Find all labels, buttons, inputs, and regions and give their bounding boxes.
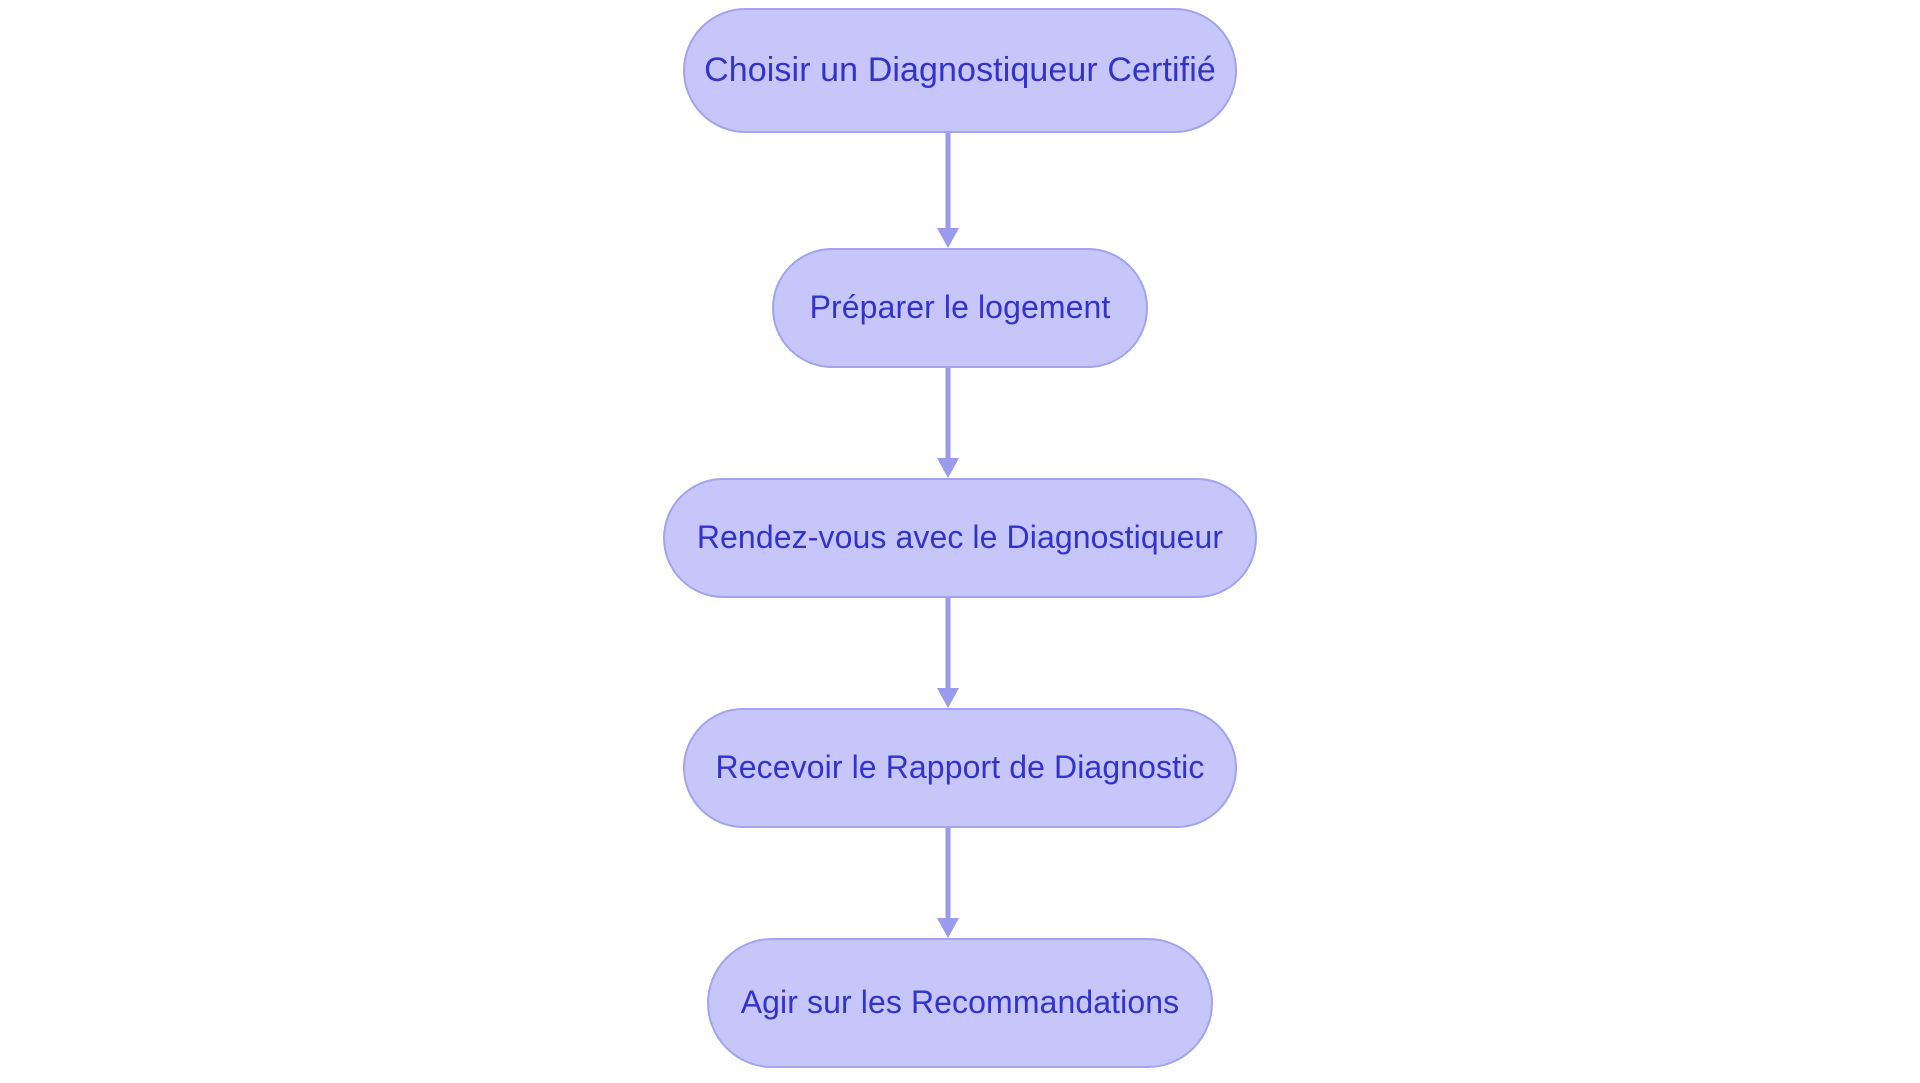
flow-arrow-2 (936, 368, 960, 478)
arrow-head (937, 688, 959, 708)
flow-arrow-3 (936, 598, 960, 708)
flow-node-label: Agir sur les Recommandations (740, 984, 1180, 1020)
arrow-head (937, 458, 959, 478)
flow-arrow-1 (936, 133, 960, 248)
arrow-head (937, 228, 959, 248)
flow-node-2[interactable]: Préparer le logement (772, 248, 1148, 368)
flow-node-5[interactable]: Agir sur les Recommandations (707, 938, 1213, 1068)
flow-node-4[interactable]: Recevoir le Rapport de Diagnostic (683, 708, 1237, 828)
flow-node-1[interactable]: Choisir un Diagnostiqueur Certifié (683, 8, 1237, 133)
flow-node-label: Choisir un Diagnostiqueur Certifié (704, 50, 1216, 89)
flow-node-label: Recevoir le Rapport de Diagnostic (715, 749, 1205, 785)
flow-node-label: Rendez-vous avec le Diagnostiqueur (696, 519, 1224, 555)
arrow-head (937, 918, 959, 938)
flow-node-label: Préparer le logement (809, 289, 1111, 325)
flow-arrow-4 (936, 828, 960, 938)
flow-node-3[interactable]: Rendez-vous avec le Diagnostiqueur (663, 478, 1257, 598)
